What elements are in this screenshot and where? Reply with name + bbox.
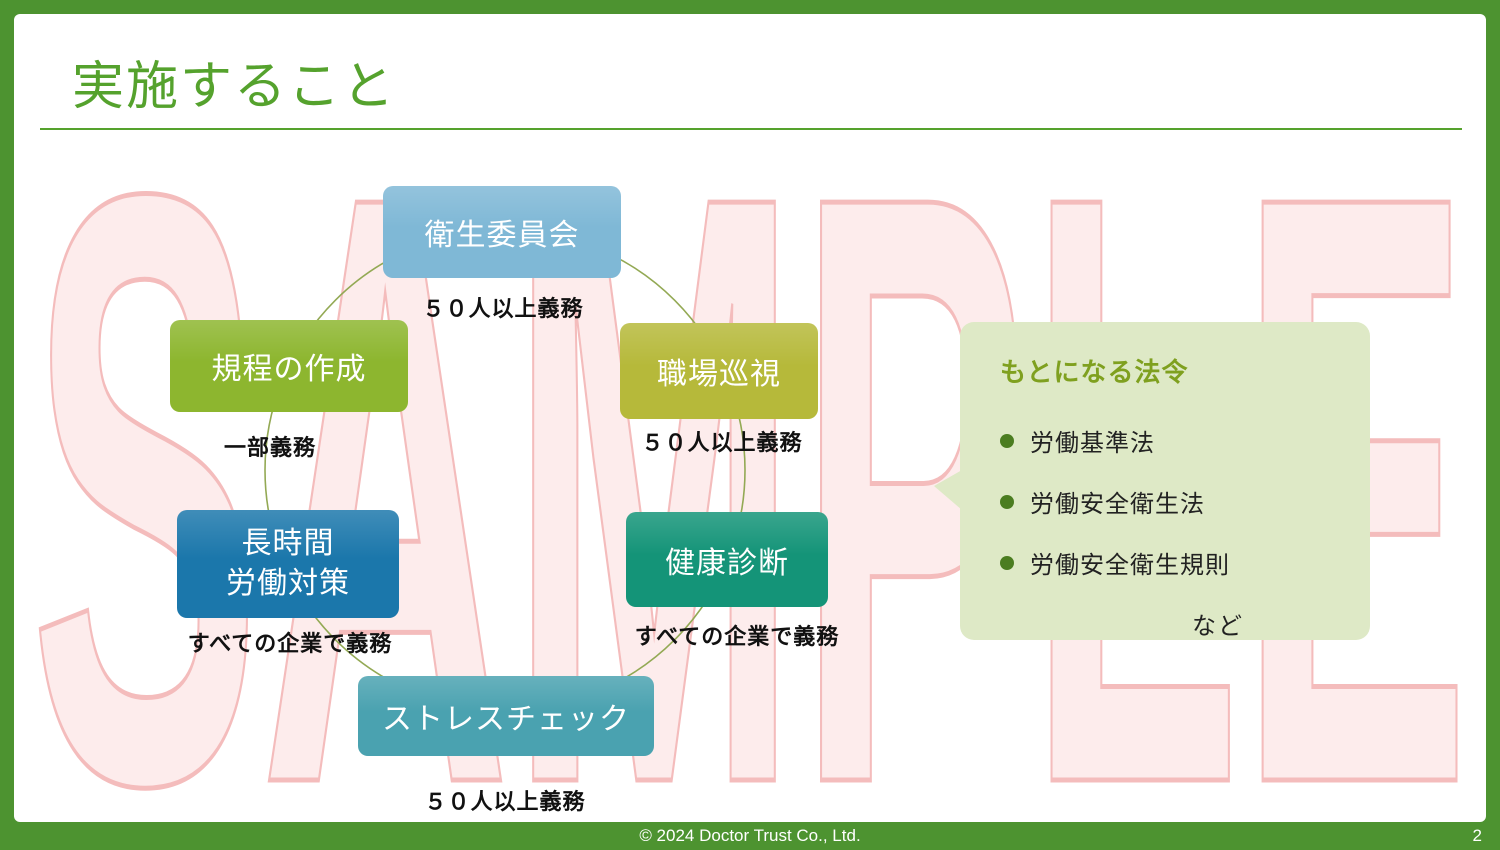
node-label: 衛生委員会 — [424, 219, 580, 252]
legal-box-title: もとになる法令 — [1000, 357, 1189, 387]
page-number: 2 — [1472, 826, 1482, 845]
legal-item: 労働基準法 — [1000, 423, 1334, 458]
node-hygiene-committee: 衛生委員会 — [383, 186, 621, 278]
legal-item-label: 労働安全衛生法 — [1030, 491, 1205, 518]
node-note: 一部義務 — [223, 435, 316, 460]
legal-item: 労働安全衛生法 — [1000, 484, 1334, 519]
node-health-checkup: 健康診断 — [626, 512, 828, 607]
legal-item-label: 労働基準法 — [1030, 430, 1155, 457]
footer-bar: © 2024 Doctor Trust Co., Ltd. — [0, 822, 1500, 850]
node-regulation-creation: 規程の作成 — [170, 320, 408, 412]
legal-item: 労働安全衛生規則 — [1000, 545, 1334, 580]
legal-basis-callout: もとになる法令 労働基準法 労働安全衛生法 労働安全衛生規則 など — [934, 322, 1370, 640]
node-note: ５０人以上義務 — [422, 296, 584, 321]
node-label: ストレスチェック — [382, 703, 630, 736]
page-title: 実施すること — [72, 58, 397, 116]
node-note: ５０人以上義務 — [641, 430, 803, 455]
node-label: 労働対策 — [226, 567, 350, 600]
node-label: 長時間 — [241, 526, 335, 560]
node-note: すべての企業で義務 — [634, 624, 840, 649]
node-note: すべての企業で義務 — [187, 631, 393, 656]
bullet-icon — [1000, 494, 1014, 509]
legal-etc-label: など — [1192, 613, 1244, 640]
bullet-icon — [1000, 433, 1014, 448]
footer-copyright: © 2024 Doctor Trust Co., Ltd. — [639, 826, 861, 845]
node-label: 規程の作成 — [211, 353, 367, 386]
node-label: 職場巡視 — [657, 358, 781, 391]
bullet-icon — [1000, 555, 1014, 570]
node-workplace-patrol: 職場巡視 — [620, 323, 818, 419]
node-stress-check: ストレスチェック — [358, 676, 654, 756]
node-note: ５０人以上義務 — [424, 789, 586, 814]
node-overtime-measures: 長時間 労働対策 — [177, 510, 399, 618]
title-underline — [40, 128, 1462, 130]
legal-item-label: 労働安全衛生規則 — [1030, 552, 1230, 579]
node-label: 健康診断 — [665, 546, 789, 580]
